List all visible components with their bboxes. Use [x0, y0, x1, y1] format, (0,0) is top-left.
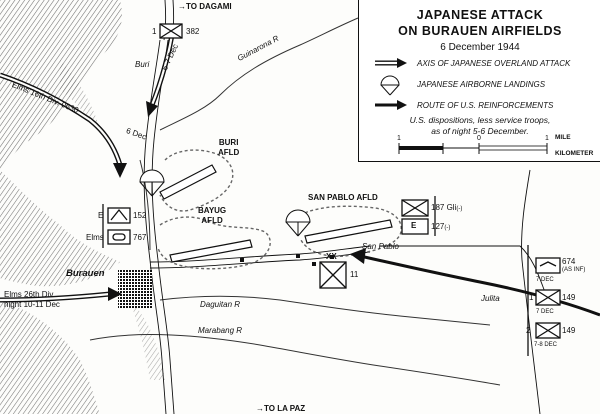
unit-127-label: 127(-) — [431, 222, 451, 231]
unit-11-symbol: XX — [326, 252, 337, 261]
unit-149a-date: 7 DEC — [536, 309, 554, 315]
unit-382-number: 382 — [186, 27, 200, 36]
unit-152-number: 152 — [133, 211, 147, 220]
airfield-perimeters — [157, 149, 402, 270]
scale-unit-mile: MILE — [555, 134, 571, 141]
place-san-pablo-afld: SAN PABLO AFLD — [308, 193, 378, 202]
parachute-icon — [139, 169, 311, 237]
scale-bar — [398, 143, 548, 154]
scale-tick-left: 1 — [397, 135, 401, 142]
map-date: 6 December 1944 — [440, 42, 520, 53]
unit-767-number: 767 — [133, 233, 147, 242]
road-arrow-icon: → — [178, 2, 186, 11]
hill-terrain — [0, 0, 165, 414]
burauen-town — [118, 270, 152, 308]
place-san-pablo: San Pablo — [362, 242, 399, 251]
unit-149b-number: 149 — [562, 326, 576, 335]
reinforcement-arrow-icon — [375, 100, 407, 110]
legend-item-attack: AXIS OF JAPANESE OVERLAND ATTACK — [417, 59, 571, 68]
unit-187-label: 187 Gli(-) — [431, 203, 463, 212]
legend-note: U.S. dispositions, less service troops,a… — [409, 115, 551, 136]
parachute-icon — [380, 75, 400, 96]
road-markers — [240, 254, 334, 266]
unit-127-symbol: E — [411, 221, 417, 230]
unit-149b-prefix: 2 — [526, 326, 531, 335]
reinforcement-route — [350, 248, 600, 317]
place-julita: Julita — [481, 294, 500, 303]
unit-674-suffix: (AS INF) — [562, 267, 586, 273]
place-burauen: Burauen — [66, 268, 105, 279]
unit-674-date: 7 DEC — [536, 277, 554, 283]
road-arrow-icon: → — [256, 404, 264, 413]
road-label-north: →TO DAGAMI — [178, 2, 232, 11]
place-buri: Buri — [135, 60, 150, 69]
unit-149b-date: 7-8 DEC — [534, 342, 558, 348]
map-title-line-1: JAPANESE ATTACK — [416, 8, 544, 22]
legend-box: JAPANESE ATTACK ON BURAUEN AIRFIELDS 6 D… — [358, 0, 600, 162]
unit-382-prefix: 1 — [152, 27, 157, 36]
unit-149a-number: 149 — [562, 293, 576, 302]
unit-767-prefix: Elms — [86, 233, 104, 242]
unit-11-number: 11 — [350, 270, 359, 279]
legend-icons — [375, 58, 407, 110]
unit-149a-prefix: 1 — [529, 293, 534, 302]
unit-674-number: 674 — [562, 257, 576, 266]
airfield-runways — [159, 164, 393, 263]
road-label-south: →TO LA PAZ — [256, 404, 306, 413]
river-daguitan: Daguitan R — [200, 300, 241, 309]
map-title-line-2: ON BURAUEN AIRFIELDS — [398, 24, 562, 38]
scale-tick-zero: 0 — [477, 135, 481, 142]
rivers — [89, 17, 501, 386]
legend-item-reinforcements: ROUTE OF U.S. REINFORCEMENTS — [417, 101, 554, 110]
river-marabang: Marabang R — [198, 326, 243, 335]
scale-tick-right: 1 — [545, 135, 549, 142]
scale-unit-kilometer: KILOMETER — [555, 150, 594, 157]
overland-attack-arrow-icon — [375, 58, 407, 68]
unit-152-prefix: E — [98, 211, 104, 220]
legend-item-airborne: JAPANESE AIRBORNE LANDINGS — [417, 80, 546, 89]
unit-symbols — [107, 23, 561, 339]
